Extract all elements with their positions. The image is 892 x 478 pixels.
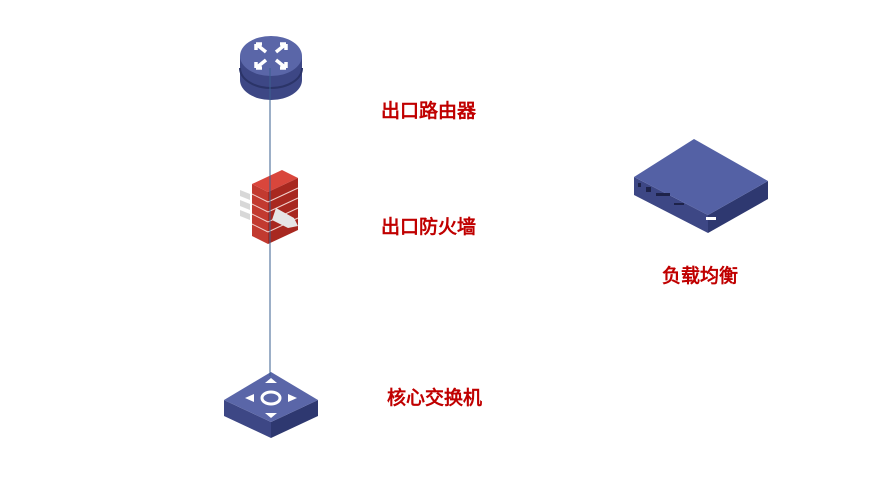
firewall-label: 出口防火墙 [381, 216, 477, 238]
firewall-icon [240, 170, 299, 244]
router-icon [239, 36, 303, 100]
load-balancer-label: 负载均衡 [662, 265, 739, 287]
link-line [269, 68, 271, 376]
router-label: 出口路由器 [381, 100, 477, 122]
core-switch-label: 核心交换机 [387, 387, 483, 409]
switch-icon [224, 372, 318, 438]
load-balancer-icon [634, 139, 768, 233]
